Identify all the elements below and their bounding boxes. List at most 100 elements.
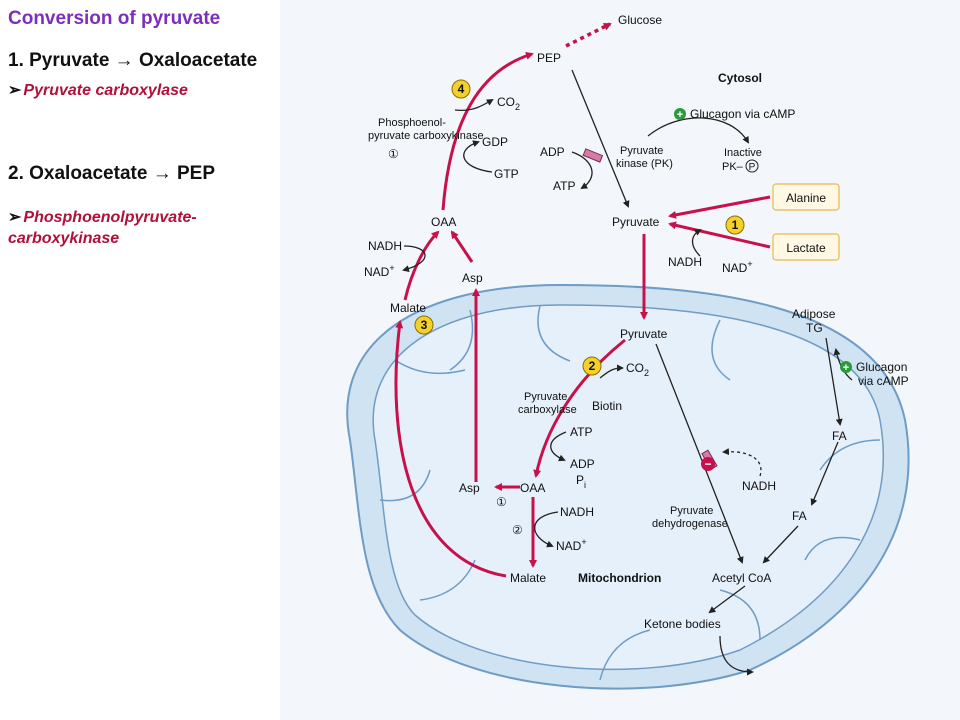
nad-mito-label: NAD+: [556, 537, 587, 553]
nad-cytosol-label: NAD+: [364, 263, 395, 279]
step2-heading: 2. Oxaloacetate → PEP: [8, 163, 215, 184]
step1-heading: 1. Pyruvate → Oxaloacetate: [8, 50, 258, 71]
step2-enzyme-line2: carboxykinase: [8, 230, 120, 247]
co2-subscript: 2: [515, 102, 520, 112]
step2-enzyme-line1: Phosphoenolpyruvate-: [23, 209, 197, 226]
fa-cytosol-label: FA: [832, 429, 847, 443]
co2-subscript: 2: [644, 368, 649, 378]
arrow-lactate-to-pyruvate: [668, 221, 771, 249]
pc-line2: carboxylase: [518, 404, 577, 416]
phosphate-p: P: [749, 162, 756, 173]
co2-text: CO: [626, 361, 644, 375]
mitochondrion-inner: [372, 304, 884, 671]
stimulate-plus: +: [677, 109, 683, 121]
glucagon-line2: via cAMP: [858, 374, 909, 388]
arrow-nadh-nad-cyto: [402, 245, 426, 273]
adp-label: ADP: [540, 145, 565, 159]
oaa-mito-label: OAA: [520, 481, 545, 495]
crista: [819, 439, 881, 471]
arrow-fa-into-mito: [810, 441, 839, 506]
acetyl-coa-label: Acetyl CoA: [712, 571, 771, 585]
arrow-fa-to-acetylcoa: [762, 525, 799, 564]
alanine-box: [772, 183, 840, 211]
crista: [449, 309, 474, 371]
crista: [379, 469, 431, 502]
oaa-cytosol-label: OAA: [431, 215, 456, 229]
badge-2-text: 2: [589, 359, 596, 373]
phosphate-circle-icon: [745, 159, 759, 173]
step1-enzyme-label: Pyruvate carboxylase: [23, 82, 188, 99]
arrow-malate-to-oaa: [403, 230, 440, 301]
circled-1-label: ①: [388, 147, 399, 161]
crista: [719, 589, 761, 641]
nad-superscript: +: [581, 537, 586, 547]
arrow-pk-inactivation: [647, 117, 750, 144]
gdp-label: GDP: [482, 135, 508, 149]
pk-enzyme-bar: [582, 148, 604, 163]
gtp-label: GTP: [494, 167, 519, 181]
arrow-bullet-icon: ➢: [8, 209, 22, 226]
arrow-ketone-out: [719, 635, 754, 676]
nadh-pdh-label: NADH: [742, 479, 776, 493]
arrow-lactate-nadh-nad: [691, 228, 702, 257]
arrow-acetylcoa-to-ketone: [708, 585, 746, 614]
pdh-line1: Pyruvate: [670, 505, 713, 517]
crista: [537, 305, 571, 362]
pepck-line2: pyruvate carboxykinase: [368, 130, 484, 142]
pk-line1: Pyruvate: [620, 145, 663, 157]
lactate-box: [772, 233, 840, 261]
pi-mito-label: Pi: [576, 473, 586, 490]
step1-enzyme: ➢Pyruvate carboxylase: [8, 80, 188, 101]
asp-cytosol-label: Asp: [462, 271, 483, 285]
adipose-line2: TG: [806, 321, 823, 335]
glucagon-line1: Glucagon: [856, 360, 907, 374]
glucose-label: Glucose: [618, 13, 662, 27]
inactive-pk-line1: Inactive: [724, 147, 762, 159]
pi-text: P: [576, 473, 584, 487]
pyruvate-mito-label: Pyruvate: [620, 327, 668, 341]
nad-text: NAD: [556, 539, 582, 553]
crista: [804, 536, 861, 561]
pyruvate-cytosol-label: Pyruvate: [612, 215, 660, 229]
arrow-pyruvate-to-oaa: [533, 338, 626, 478]
arrow-pep-to-pyruvate: [571, 69, 630, 208]
glucagon-camp-label: Glucagon via cAMP: [690, 107, 795, 121]
inactive-pk-line2: PK–: [722, 161, 744, 173]
arrow-adp-atp: [571, 151, 593, 190]
badge-1-text: 1: [732, 218, 739, 232]
arrow-nadh-nad-mito: [534, 511, 559, 548]
nad-lactate-label: NAD+: [722, 259, 753, 275]
badge-3-text: 3: [421, 318, 428, 332]
pepck-line1: Phosphoenol-: [378, 117, 446, 129]
arrow-gtp-gdp: [463, 140, 493, 173]
arrow-adipose-to-fa: [825, 337, 843, 426]
arrow-bullet-icon: ➢: [8, 82, 22, 99]
arrow-alanine-to-pyruvate: [668, 195, 771, 219]
arrow-pc-co2: [599, 364, 624, 379]
pdh-line2: dehydrogenase: [652, 518, 728, 530]
inhibit-minus: −: [704, 457, 711, 471]
nadh-lactate-label: NADH: [668, 255, 702, 269]
adipose-line1: Adipose: [792, 307, 836, 321]
malate-mito-label: Malate: [510, 571, 546, 585]
slide-title: Conversion of pyruvate: [8, 8, 221, 29]
nad-superscript: +: [747, 259, 752, 269]
co2-mito-label: CO2: [626, 361, 649, 378]
crista: [599, 629, 651, 681]
step-badge-1: [725, 215, 745, 235]
atp-label: ATP: [553, 179, 575, 193]
arrow-co2-release: [454, 98, 494, 112]
step-badge-3: [414, 315, 434, 335]
nad-text: NAD: [364, 265, 390, 279]
crista: [711, 319, 731, 381]
arrow-pyruvate-to-acetylcoa: [655, 343, 744, 564]
lactate-label: Lactate: [786, 241, 826, 255]
alanine-label: Alanine: [786, 191, 826, 205]
circled-2-label: ②: [512, 523, 523, 537]
adp-mito-label: ADP: [570, 457, 595, 471]
pep-label: PEP: [537, 51, 561, 65]
badge-4-text: 4: [458, 82, 465, 96]
cytosol-label: Cytosol: [718, 71, 762, 85]
arrow-oaa-to-pep: [441, 51, 534, 211]
